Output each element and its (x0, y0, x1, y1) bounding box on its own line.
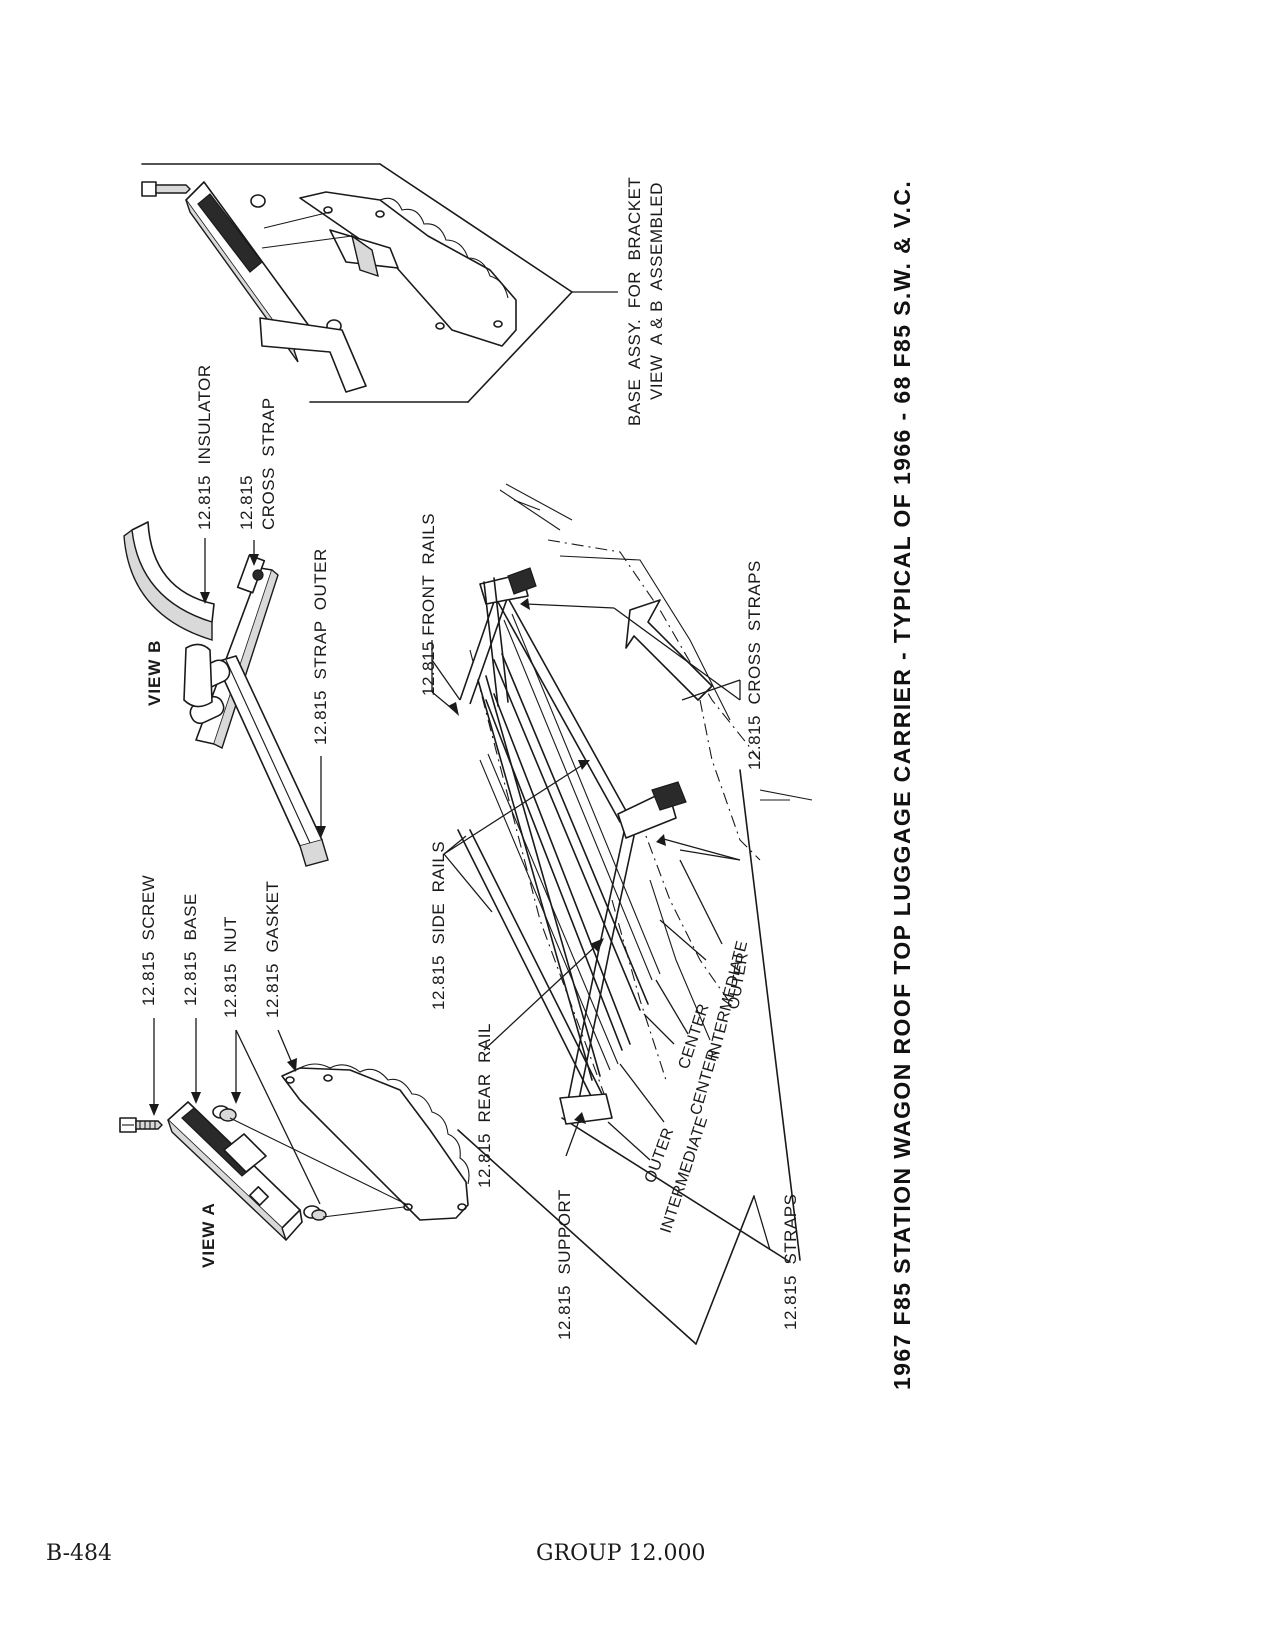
label-support: 12.815 SUPPORT (555, 1189, 574, 1340)
rear-rail-and-support (559, 781, 687, 1125)
label-side-rails: 12.815 SIDE RAILS (429, 841, 448, 1010)
gasket-part (281, 1063, 470, 1221)
label-base: 12.815 BASE (181, 893, 200, 1006)
leader-lines (149, 291, 771, 1251)
page-title: 1967 F85 STATION WAGON ROOF TOP LUGGAGE … (889, 180, 915, 1390)
label-screw: 12.815 SCREW (139, 875, 158, 1006)
carrier-main-drawing (457, 483, 813, 1345)
label-gasket: 12.815 GASKET (263, 881, 282, 1018)
label-base-assy-line1: BASE ASSY. FOR BRACKET (625, 177, 644, 426)
base-assembly-drawing (141, 163, 573, 403)
label-base-assy-line2: VIEW A & B ASSEMBLED (647, 182, 666, 400)
label-front-rails: 12.815 FRONT RAILS (419, 513, 438, 696)
front-rail (479, 567, 537, 707)
view-a-exploded-drawing (119, 1063, 470, 1241)
side-rails (457, 579, 631, 1099)
strap-outer-part (183, 643, 329, 867)
label-nut: 12.815 NUT (221, 916, 240, 1018)
label-straps: 12.815 STRAPS (781, 1194, 800, 1330)
page-number: B-484 (46, 1541, 112, 1566)
carrier-slats (477, 613, 661, 1081)
label-cross-strap-number: 12.815 (237, 475, 256, 530)
label-cross-straps: 12.815 CROSS STRAPS (745, 560, 764, 770)
base-part (167, 1101, 303, 1241)
label-insulator: 12.815 INSULATOR (195, 364, 214, 530)
screw-part (119, 1117, 163, 1133)
label-strap-outer: 12.815 STRAP OUTER (311, 548, 330, 745)
insulator-part (123, 528, 213, 641)
label-outer-1: OUTER (642, 1126, 678, 1186)
view-a-label: VIEW A (199, 1202, 218, 1268)
label-cross-strap: CROSS STRAP (259, 397, 278, 530)
group-number: GROUP 12.000 (536, 1541, 706, 1566)
view-b-label: VIEW B (145, 640, 164, 706)
nut-part (212, 1105, 327, 1221)
label-rear-rail: 12.815 REAR RAIL (475, 1023, 494, 1188)
view-b-drawing (123, 521, 329, 867)
